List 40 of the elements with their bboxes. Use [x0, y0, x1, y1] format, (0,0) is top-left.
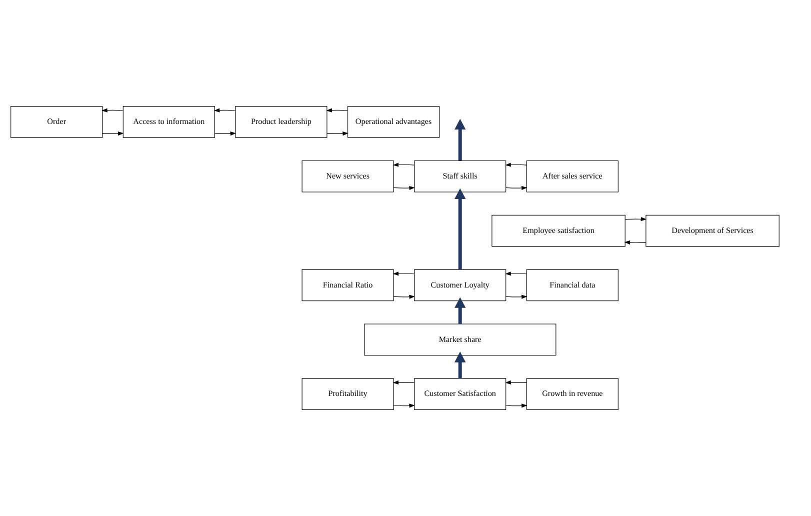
arrow — [393, 404, 416, 408]
arrow — [393, 294, 416, 299]
arrow — [624, 240, 646, 244]
arrow — [393, 186, 416, 190]
node-box: New services — [302, 160, 394, 192]
node-box: Operational advantages — [348, 106, 440, 138]
node-box: Order — [10, 106, 103, 138]
node-box: Customer Satisfaction — [414, 378, 506, 410]
arrow — [454, 297, 466, 324]
arrow — [392, 380, 414, 384]
node-box: Financial data — [526, 269, 618, 302]
arrow — [102, 108, 124, 112]
arrow — [454, 352, 466, 378]
node-box: Growth in revenue — [526, 378, 618, 410]
arrow — [326, 132, 348, 136]
arrow — [505, 272, 527, 276]
node-box: Employee satisfaction — [492, 214, 626, 247]
arrow — [505, 380, 527, 384]
arrow — [454, 188, 466, 270]
arrow — [624, 217, 647, 222]
arrow — [454, 118, 466, 161]
arrow — [214, 108, 236, 112]
arrow — [506, 294, 528, 299]
arrow — [102, 132, 124, 136]
node-box: Profitability — [302, 378, 394, 410]
node-box: Product leadership — [235, 106, 328, 138]
node-box: Access to information — [122, 106, 215, 138]
node-box: Development of Services — [646, 214, 780, 247]
node-box: Customer Loyalty — [414, 269, 506, 302]
arrow — [505, 162, 527, 167]
arrow — [392, 162, 414, 167]
node-box: After sales service — [526, 160, 618, 192]
arrow — [392, 272, 414, 276]
node-box: Market share — [364, 324, 556, 356]
node-box: Staff skills — [414, 160, 506, 192]
node-box: Financial Ratio — [302, 269, 394, 302]
arrow — [506, 186, 528, 190]
arrow — [506, 404, 528, 408]
arrow — [214, 132, 236, 136]
arrow — [326, 108, 348, 112]
